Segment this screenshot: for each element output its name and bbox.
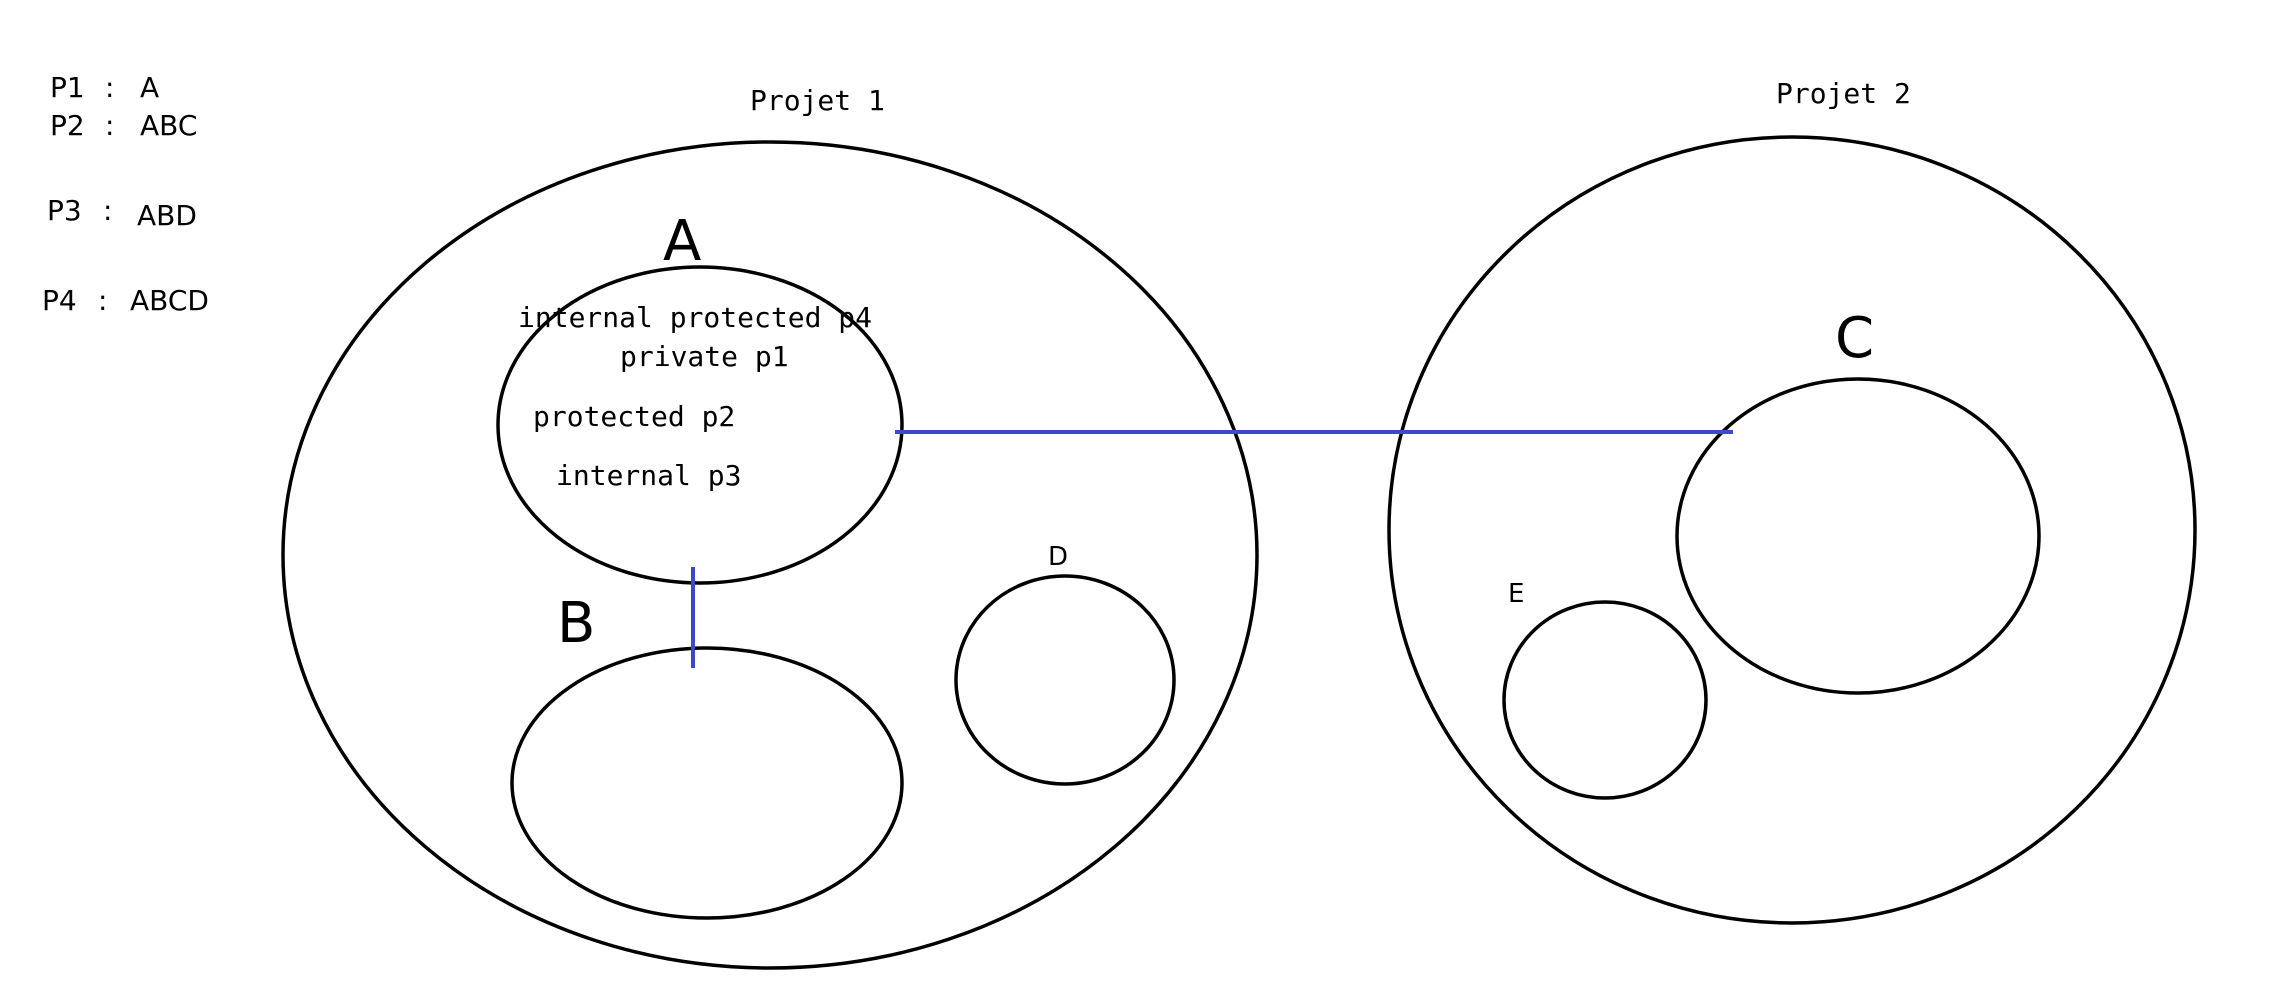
legend: P1 : A P2 : ABC P3 : ABD P4 : ABCD	[42, 71, 209, 317]
class-d: D	[954, 542, 1176, 786]
class-c-shape	[1675, 377, 2041, 695]
class-d-label: D	[1048, 542, 1068, 572]
legend-value-p3: ABD	[137, 199, 197, 232]
class-d-shape	[954, 574, 1176, 786]
class-e: E	[1502, 579, 1708, 800]
class-b-shape	[510, 646, 904, 920]
class-c-label: C	[1835, 306, 1874, 371]
project-2-boundary	[1387, 135, 2197, 925]
project-2: Projet 2	[1387, 77, 2197, 925]
class-a-shape	[496, 265, 904, 585]
project-2-title: Projet 2	[1776, 77, 1911, 110]
project-1-boundary	[281, 140, 1259, 970]
project-1-title: Projet 1	[750, 84, 885, 117]
legend-value-p1: A	[140, 71, 159, 104]
class-a-member-p4: internal protected p4	[518, 301, 872, 334]
legend-sep-p3: :	[103, 194, 112, 227]
legend-value-p2: ABC	[140, 109, 197, 142]
class-c: C	[1675, 306, 2041, 695]
class-a: A internal protected p4 private p1 prote…	[496, 209, 904, 585]
class-b: B	[510, 591, 904, 920]
class-a-member-p2: protected p2	[533, 400, 735, 433]
class-e-label: E	[1508, 579, 1524, 609]
legend-label-p1: P1	[50, 71, 85, 104]
legend-sep-p2: :	[105, 109, 114, 142]
legend-sep-p4: :	[98, 284, 107, 317]
legend-value-p4: ABCD	[130, 284, 209, 317]
class-a-member-p3: internal p3	[556, 459, 741, 492]
legend-label-p2: P2	[50, 109, 85, 142]
class-b-label: B	[557, 591, 595, 656]
legend-sep-p1: :	[105, 71, 114, 104]
class-e-shape	[1502, 600, 1708, 800]
class-a-label: A	[663, 209, 701, 274]
legend-label-p4: P4	[42, 284, 77, 317]
legend-label-p3: P3	[47, 194, 82, 227]
project-1: Projet 1	[281, 84, 1259, 970]
class-a-member-p1: private p1	[620, 340, 789, 373]
